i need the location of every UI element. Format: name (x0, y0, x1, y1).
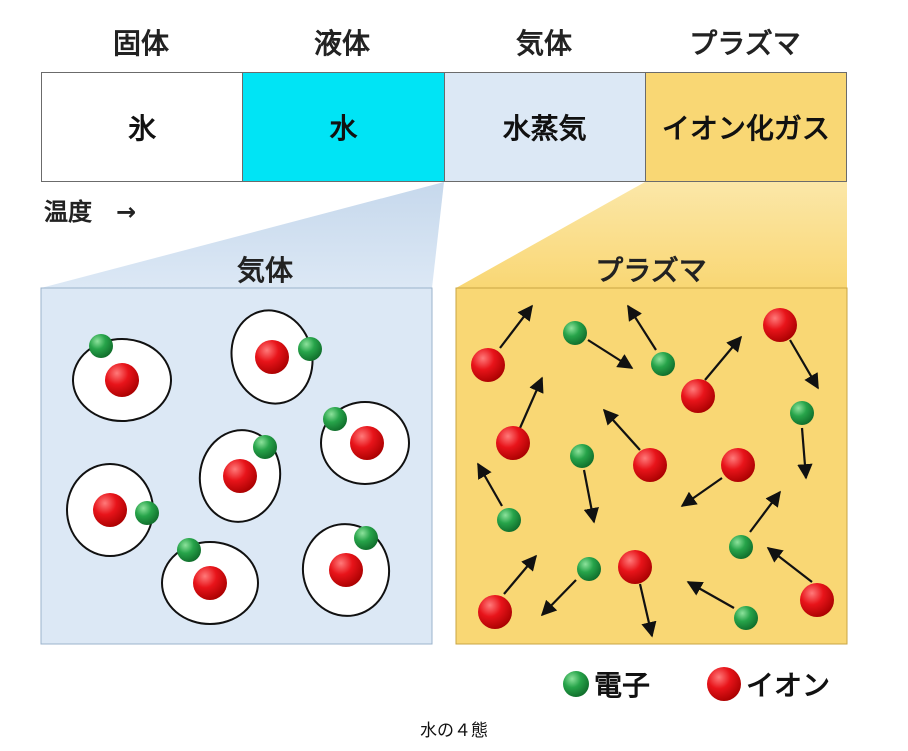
motion-arrow (797, 427, 813, 480)
gas-expansion-fan (41, 182, 444, 288)
ion-particle (721, 448, 755, 482)
state-row: 氷 水 水蒸気 イオン化ガス (41, 72, 847, 182)
header-gas: 気体 (515, 27, 572, 60)
state-ionized-gas: イオン化ガス (645, 73, 846, 181)
ion-particle (633, 448, 667, 482)
state-ice-label: 氷 (128, 112, 157, 145)
ion-particle (93, 493, 127, 527)
plasma-motion-arrows (477, 304, 819, 638)
legend-electron-marker (563, 671, 589, 697)
gas-molecule (320, 401, 410, 485)
ion-particle (681, 379, 715, 413)
ion-particle (800, 583, 834, 617)
state-ice: 氷 (42, 73, 244, 181)
ion-particle (350, 426, 384, 460)
header-plasma: プラズマ (689, 27, 801, 60)
motion-arrow (499, 304, 533, 349)
state-ionized-gas-label: イオン化ガス (661, 112, 830, 145)
electron-particle (298, 337, 322, 361)
temperature-label: 温度 → (44, 198, 137, 226)
ion-particle (763, 308, 797, 342)
plasma-electrons (497, 321, 814, 630)
electron-particle (577, 557, 601, 581)
gas-molecule (301, 523, 391, 617)
motion-arrow (518, 376, 544, 429)
motion-arrow (503, 554, 537, 595)
motion-arrow (602, 408, 641, 451)
electron-particle (563, 321, 587, 345)
motion-arrow (638, 583, 657, 638)
motion-arrow (582, 469, 599, 524)
gas-molecule (161, 538, 259, 625)
electron-particle (354, 526, 378, 550)
motion-arrow (704, 335, 742, 381)
state-vapor-label: 水蒸気 (502, 112, 587, 145)
state-vapor: 水蒸気 (444, 73, 646, 181)
legend-electron-label: 電子 (594, 669, 650, 702)
electron-particle (323, 407, 347, 431)
header-liquid: 液体 (313, 27, 370, 60)
electron-particle (89, 334, 113, 358)
ion-particle (471, 348, 505, 382)
motion-arrow (540, 579, 577, 617)
gas-molecule (66, 463, 159, 557)
electron-particle (729, 535, 753, 559)
motion-arrow (789, 339, 819, 390)
ion-particle (223, 459, 257, 493)
figure-caption: 水の４態 (420, 721, 488, 741)
motion-arrow (749, 490, 781, 533)
electron-particle (253, 435, 277, 459)
gas-molecule (72, 334, 172, 422)
motion-arrow (686, 581, 735, 609)
electron-particle (651, 352, 675, 376)
ion-particle (496, 426, 530, 460)
electron-particle (570, 444, 594, 468)
gas-molecule (230, 309, 322, 405)
ion-particle (478, 595, 512, 629)
legend-ion-label: イオン (746, 669, 830, 702)
electron-particle (177, 538, 201, 562)
motion-arrow (680, 477, 723, 507)
ion-particle (105, 363, 139, 397)
electron-particle (497, 508, 521, 532)
plasma-ions (471, 308, 834, 629)
ion-particle (193, 566, 227, 600)
motion-arrow (627, 304, 657, 351)
electron-particle (135, 501, 159, 525)
electron-particle (790, 401, 814, 425)
legend-ion-marker (707, 667, 741, 701)
legend: 電子 イオン (563, 667, 830, 702)
header-solid: 固体 (112, 27, 169, 60)
gas-panel-title: 気体 (237, 254, 294, 287)
state-water: 水 (243, 73, 445, 181)
electron-particle (734, 606, 758, 630)
ion-particle (329, 553, 363, 587)
motion-arrow (587, 339, 634, 369)
motion-arrow (766, 547, 813, 583)
gas-molecule (198, 429, 282, 523)
motion-arrow (477, 462, 503, 507)
plasma-expansion-fan (456, 182, 847, 288)
ion-particle (255, 340, 289, 374)
plasma-panel-title: プラズマ (595, 254, 706, 287)
ion-particle (618, 550, 652, 584)
state-water-label: 水 (329, 112, 358, 145)
